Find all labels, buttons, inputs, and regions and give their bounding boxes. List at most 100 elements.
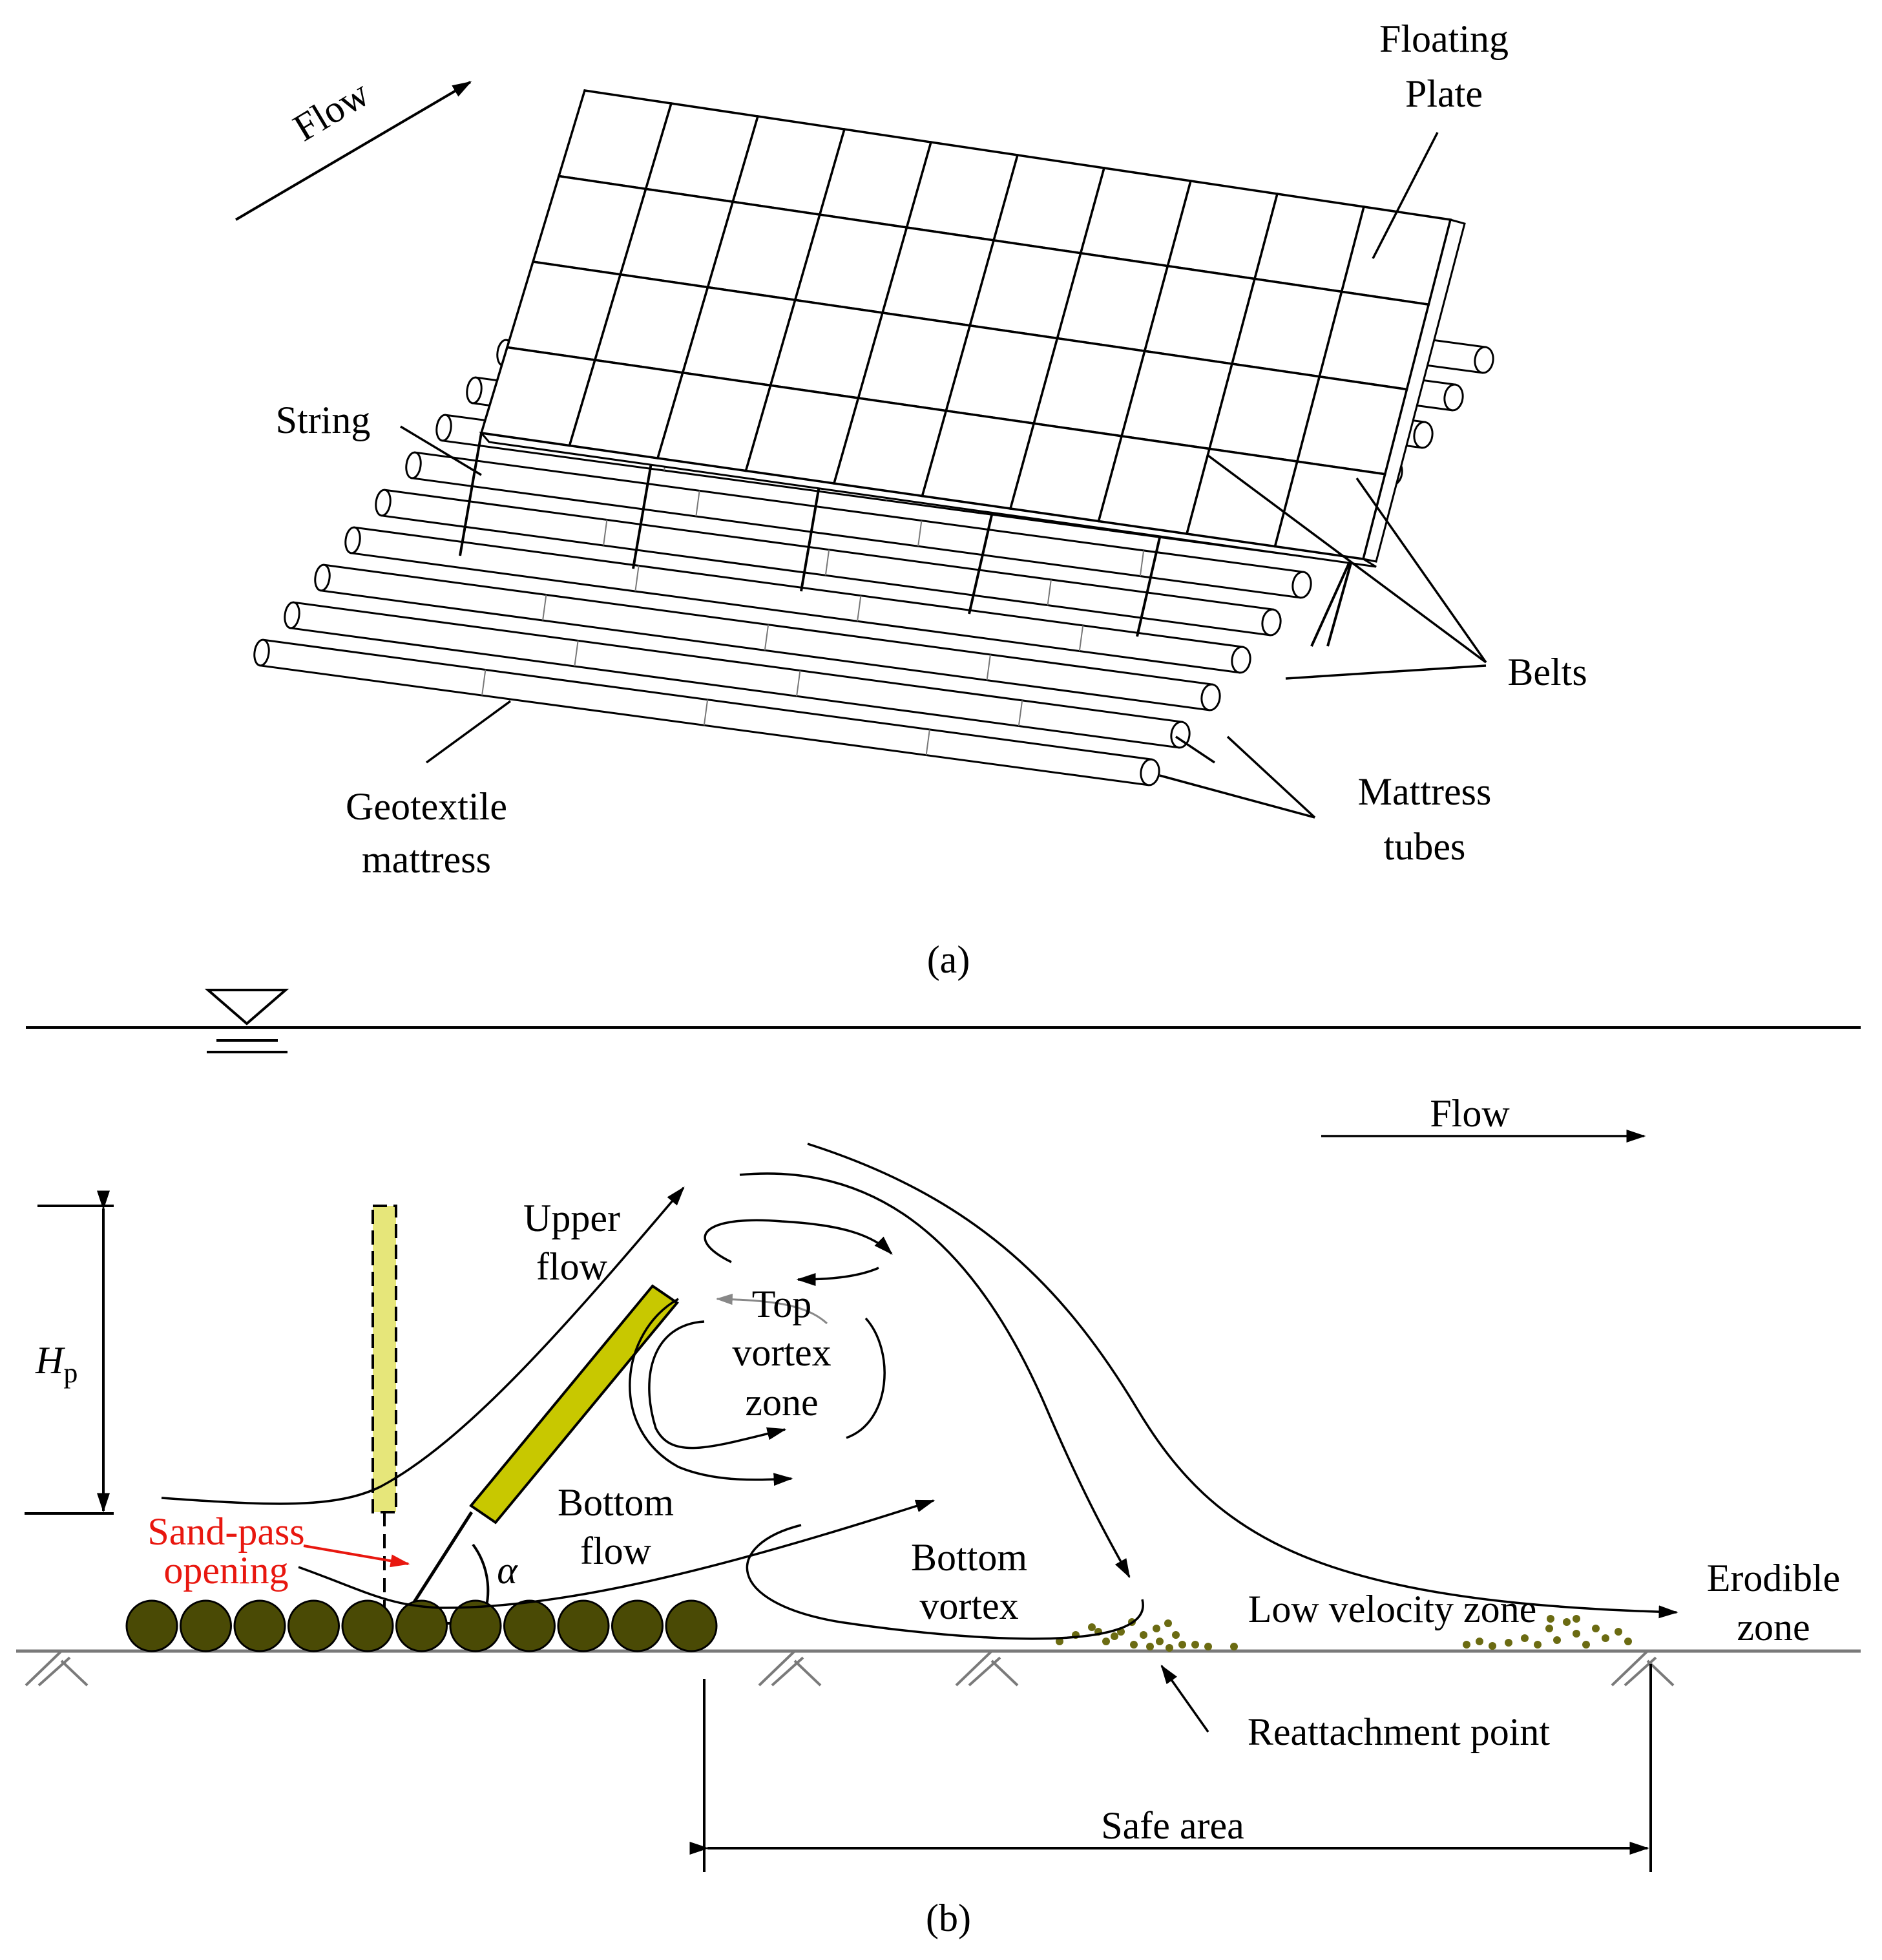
top-vortex-label-2: vortex xyxy=(732,1331,831,1374)
top-vortex-loop-3 xyxy=(648,1320,787,1449)
sediment-dot xyxy=(1111,1632,1118,1640)
tube-section xyxy=(503,1599,556,1652)
erodible-zone-label-2: zone xyxy=(1737,1606,1810,1649)
sediment-dot xyxy=(1463,1641,1470,1649)
tube-section xyxy=(180,1599,232,1652)
geotextile-leader xyxy=(425,700,512,764)
mattress-tube-end xyxy=(1261,608,1282,637)
tube-seam xyxy=(986,654,991,680)
floating-plate-label-2: Plate xyxy=(1405,72,1483,115)
belts-leader xyxy=(1355,477,1487,664)
bottom-flow-label-2: flow xyxy=(580,1530,652,1572)
panel-b: Flow Hp α xyxy=(16,989,1861,1939)
sediment-dot xyxy=(1521,1634,1529,1642)
mattress-tube-end xyxy=(435,414,452,442)
string-line xyxy=(968,500,996,615)
string-line xyxy=(459,432,483,556)
inclined-plate xyxy=(398,1284,679,1625)
belts-leader xyxy=(1207,454,1487,664)
sediment-dot xyxy=(1130,1641,1138,1649)
sediment-dot xyxy=(1563,1618,1571,1626)
ground-hatch-symbol xyxy=(758,1650,822,1687)
outer-streamline-2 xyxy=(807,1143,1678,1619)
sediment-dot xyxy=(1166,1644,1173,1652)
sediment-dot xyxy=(1573,1630,1580,1638)
mattress-tube-end xyxy=(253,638,270,667)
mattress-tubes-label-2: tubes xyxy=(1384,825,1466,868)
belts-leader xyxy=(1285,664,1487,680)
mattress-tube-end xyxy=(1231,646,1251,674)
plate-cell xyxy=(1273,460,1386,560)
sediment-dot xyxy=(1624,1638,1632,1645)
reattachment-arrow xyxy=(1160,1664,1209,1733)
sediment-dot xyxy=(1230,1643,1238,1650)
flow-arrow-b: Flow xyxy=(1321,1092,1646,1143)
sediment-dot xyxy=(1476,1638,1483,1645)
belts-label: Belts xyxy=(1507,651,1587,693)
bottom-vortex-label-1: Bottom xyxy=(911,1536,1027,1579)
sediment-dot xyxy=(1102,1638,1110,1645)
top-vortex-gray-arrow xyxy=(715,1293,828,1325)
mattress-tube-end xyxy=(314,564,331,592)
tube-section xyxy=(557,1599,610,1652)
mattress-tube-end xyxy=(1140,758,1160,786)
tube-seam xyxy=(634,565,640,592)
erodible-zone-label-1: Erodible xyxy=(1707,1557,1841,1599)
sediment-dot xyxy=(1573,1615,1580,1623)
top-vortex-loop-2 xyxy=(796,1267,879,1286)
upper-flow-label-2: flow xyxy=(536,1245,608,1288)
bottom-vortex-label-2: vortex xyxy=(919,1585,1018,1627)
tube-seam xyxy=(695,490,700,517)
tube-seam xyxy=(603,520,608,546)
tube-section xyxy=(395,1599,448,1652)
mattress-tubes-label-1: Mattress xyxy=(1358,770,1492,813)
tube-seam xyxy=(925,729,930,755)
sediment-dot xyxy=(1172,1631,1180,1639)
top-vortex-label-1: Top xyxy=(752,1283,811,1325)
sand-pass-arrow xyxy=(303,1544,410,1568)
ground-hatch-symbol xyxy=(25,1650,89,1687)
vertical-plate xyxy=(371,1205,397,1622)
reattachment-point-label: Reattachment point xyxy=(1248,1711,1551,1753)
tube-section xyxy=(665,1599,718,1652)
sediment-dot xyxy=(1140,1631,1147,1639)
water-level-triangle xyxy=(204,989,289,1026)
tube-section xyxy=(233,1599,286,1652)
mattress-tube-end xyxy=(1200,683,1221,711)
sand-pass-label-1: Sand-pass xyxy=(147,1510,304,1553)
floating-plate-label-1: Floating xyxy=(1379,17,1509,60)
flow-label-b: Flow xyxy=(1430,1092,1510,1135)
caption-b: (b) xyxy=(926,1897,971,1939)
top-vortex-label-3: zone xyxy=(745,1381,818,1424)
tubes-leader xyxy=(1159,774,1315,819)
sediment-dot xyxy=(1553,1636,1561,1644)
mattress-tube-end xyxy=(1413,421,1434,449)
hp-label: Hp xyxy=(35,1339,78,1389)
upper-flow-line xyxy=(161,1186,685,1505)
sediment-dot xyxy=(1547,1615,1554,1623)
sediment-dot xyxy=(1056,1638,1063,1645)
ground-hatch-symbol xyxy=(955,1650,1019,1687)
leaders-a xyxy=(400,132,1487,819)
mattress-tubes-section xyxy=(125,1599,718,1652)
flow-label-a: Flow xyxy=(286,72,377,149)
alpha-label: α xyxy=(497,1549,518,1592)
sediment-dot xyxy=(1582,1641,1590,1649)
string-line xyxy=(800,478,822,592)
string-leader xyxy=(400,425,482,476)
tube-seam xyxy=(857,595,862,622)
sediment-dot xyxy=(1489,1642,1496,1650)
sediment-dot xyxy=(1156,1638,1164,1645)
hp-symbol: H xyxy=(35,1339,66,1382)
tube-seam xyxy=(1018,700,1023,726)
floating-plate-leader xyxy=(1372,132,1439,259)
panel-a: Flow Floating Plate xyxy=(235,17,1587,981)
floating-plate xyxy=(479,89,1466,568)
tube-seam xyxy=(796,670,801,697)
mattress-tube-end xyxy=(405,451,422,479)
sand-pass-label-2: opening xyxy=(163,1549,288,1592)
string-line xyxy=(632,455,654,569)
tubes-leader xyxy=(1226,735,1316,819)
ground-hatch xyxy=(25,1650,1675,1687)
